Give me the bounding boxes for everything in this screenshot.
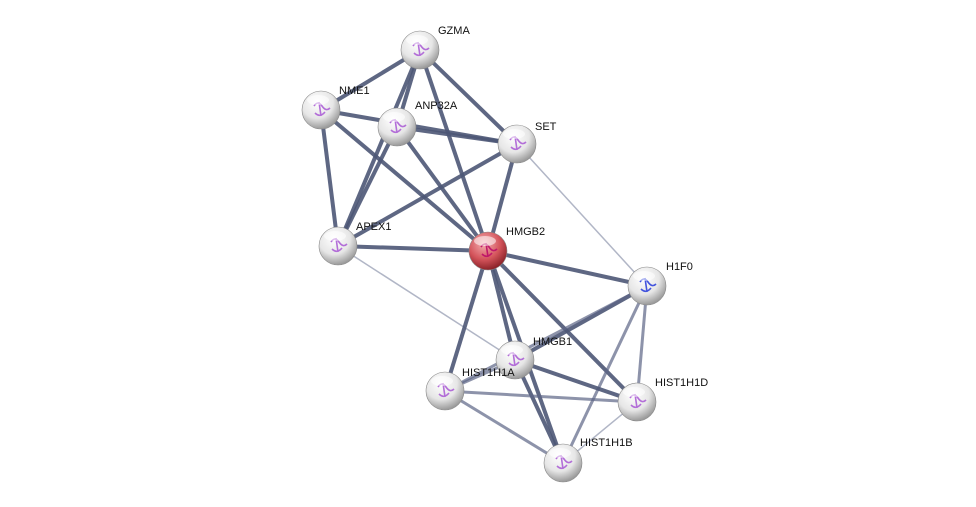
node-hist1h1b[interactable]: HIST1H1B: [543, 437, 633, 483]
node-label: ANP32A: [415, 100, 458, 112]
edge-gzma-set[interactable]: [418, 48, 519, 146]
edge-hmgb2-hist1h1a[interactable]: [443, 250, 490, 392]
node-label: SET: [535, 121, 557, 133]
node-highlight: [633, 271, 655, 281]
node-highlight: [501, 345, 523, 355]
node-highlight: [324, 231, 346, 241]
node-label: HMGB1: [533, 336, 572, 348]
node-gzma[interactable]: GZMA: [400, 25, 470, 70]
edge-nme1-hmgb2[interactable]: [319, 108, 490, 253]
node-hmgb1[interactable]: HMGB1: [495, 336, 572, 380]
edge-anp32a-set[interactable]: [396, 125, 518, 146]
edge-gzma-apex1[interactable]: [336, 49, 422, 247]
edge-set-h1f0[interactable]: [516, 143, 648, 287]
node-label: H1F0: [666, 261, 693, 273]
edge-anp32a-apex1[interactable]: [336, 126, 399, 247]
node-hist1h1d[interactable]: HIST1H1D: [617, 377, 708, 422]
node-highlight: [307, 95, 329, 105]
edge-h1f0-hist1h1a[interactable]: [444, 284, 648, 393]
node-set[interactable]: SET: [497, 121, 557, 164]
edge-hist1h1a-hist1h1d[interactable]: [444, 389, 638, 404]
node-highlight: [383, 112, 405, 122]
edge-h1f0-hist1h1d[interactable]: [635, 285, 649, 403]
edge-hmgb2-hist1h1d[interactable]: [486, 249, 639, 404]
node-label: HIST1H1A: [462, 367, 515, 379]
node-highlight: [406, 35, 428, 45]
node-nme1[interactable]: NME1: [301, 85, 370, 130]
node-highlight: [623, 387, 645, 397]
node-anp32a[interactable]: ANP32A: [377, 100, 458, 147]
edge-hist1h1a-hist1h1b[interactable]: [444, 389, 564, 465]
edge-gzma-hmgb2[interactable]: [418, 49, 490, 252]
edge-hmgb2-h1f0[interactable]: [487, 249, 648, 288]
node-highlight: [503, 129, 525, 139]
node-label: APEX1: [356, 221, 391, 233]
node-label: NME1: [339, 85, 370, 97]
node-apex1[interactable]: APEX1: [318, 221, 391, 266]
edge-nme1-apex1[interactable]: [319, 109, 340, 247]
edge-set-apex1[interactable]: [337, 142, 518, 248]
node-label: HMGB2: [506, 226, 545, 238]
node-h1f0[interactable]: H1F0: [627, 261, 693, 306]
node-highlight: [474, 236, 496, 246]
node-label: HIST1H1B: [580, 437, 633, 449]
node-highlight: [431, 376, 453, 386]
edge-hmgb1-hist1h1d[interactable]: [514, 358, 638, 404]
edge-apex1-hmgb1[interactable]: [337, 245, 516, 361]
node-highlight: [549, 448, 571, 458]
node-label: GZMA: [438, 25, 470, 37]
node-label: HIST1H1D: [655, 377, 708, 389]
edges: [319, 48, 649, 465]
node-hmgb2[interactable]: HMGB2: [468, 226, 545, 271]
edge-h1f0-hist1h1b[interactable]: [561, 285, 649, 464]
edge-anp32a-hmgb2[interactable]: [395, 125, 490, 253]
edge-apex1-hmgb2[interactable]: [337, 244, 489, 253]
node-hist1h1a[interactable]: HIST1H1A: [425, 367, 515, 411]
